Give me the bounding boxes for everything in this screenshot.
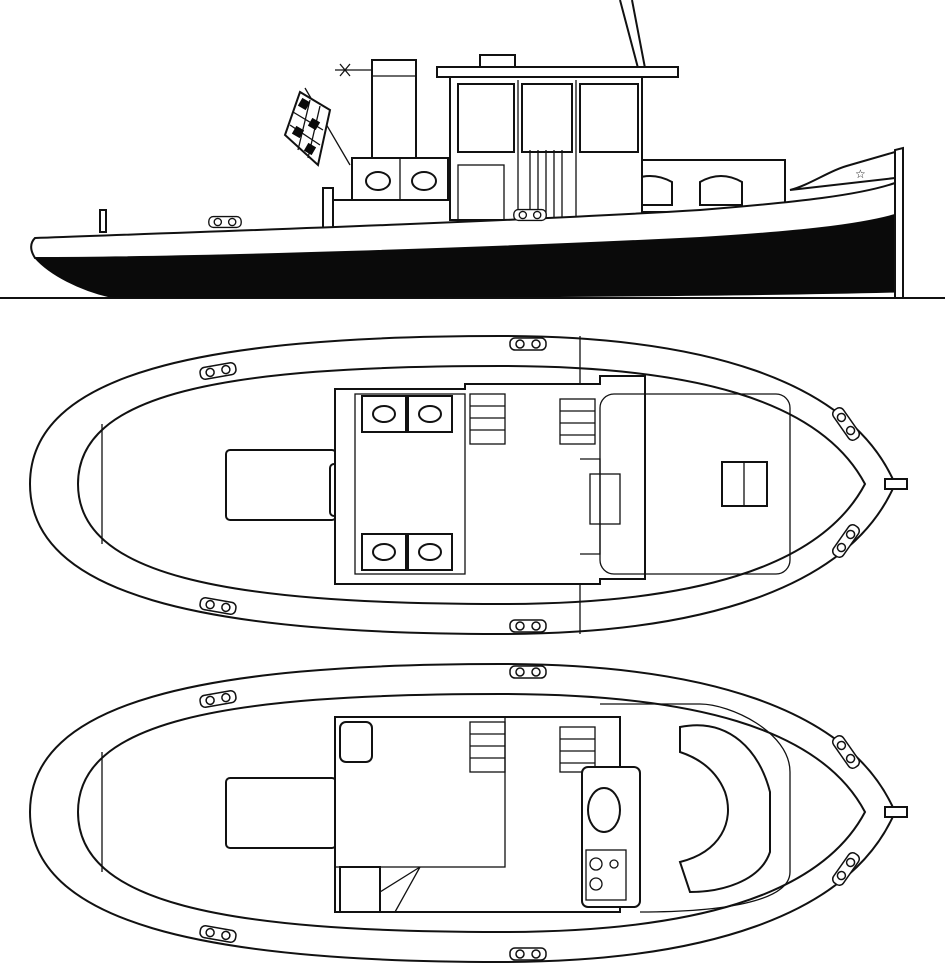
wheelhouse-roof xyxy=(436,66,679,78)
deck-plan-view xyxy=(29,335,908,635)
aft-hatch xyxy=(225,449,337,521)
profile-view: ☆ xyxy=(0,0,945,299)
smokestack xyxy=(371,59,417,161)
checkered-flag xyxy=(283,90,332,167)
bow-bitt xyxy=(884,478,908,490)
porthole xyxy=(372,405,396,423)
roof-light xyxy=(479,54,516,68)
aft-seat xyxy=(678,724,771,894)
stove xyxy=(585,849,627,901)
porthole xyxy=(411,171,437,191)
aft-cockpit xyxy=(600,703,791,913)
helm-console xyxy=(589,473,621,525)
wheelhouse-window xyxy=(521,83,573,153)
porthole xyxy=(418,543,442,561)
cabin-window xyxy=(699,175,743,206)
aft-deck xyxy=(599,393,791,575)
ladder xyxy=(469,721,506,773)
mast xyxy=(619,0,646,69)
star-icon: ☆ xyxy=(855,167,866,181)
ladder xyxy=(469,393,506,445)
whistle xyxy=(335,63,372,77)
interior-plan-view xyxy=(29,663,908,963)
locker xyxy=(339,866,381,913)
ladder xyxy=(559,398,596,445)
porthole xyxy=(418,405,442,423)
rudder-post xyxy=(894,146,904,299)
sink xyxy=(587,787,621,833)
stern-rail xyxy=(789,150,896,191)
door-louvres xyxy=(529,150,563,218)
porthole xyxy=(365,171,391,191)
engine-hatch xyxy=(225,777,337,849)
ladder xyxy=(559,726,596,773)
bow-bitt xyxy=(884,806,908,818)
toilet xyxy=(339,721,373,763)
wheelhouse-window xyxy=(457,83,515,153)
porthole xyxy=(372,543,396,561)
wheelhouse-window xyxy=(579,83,639,153)
